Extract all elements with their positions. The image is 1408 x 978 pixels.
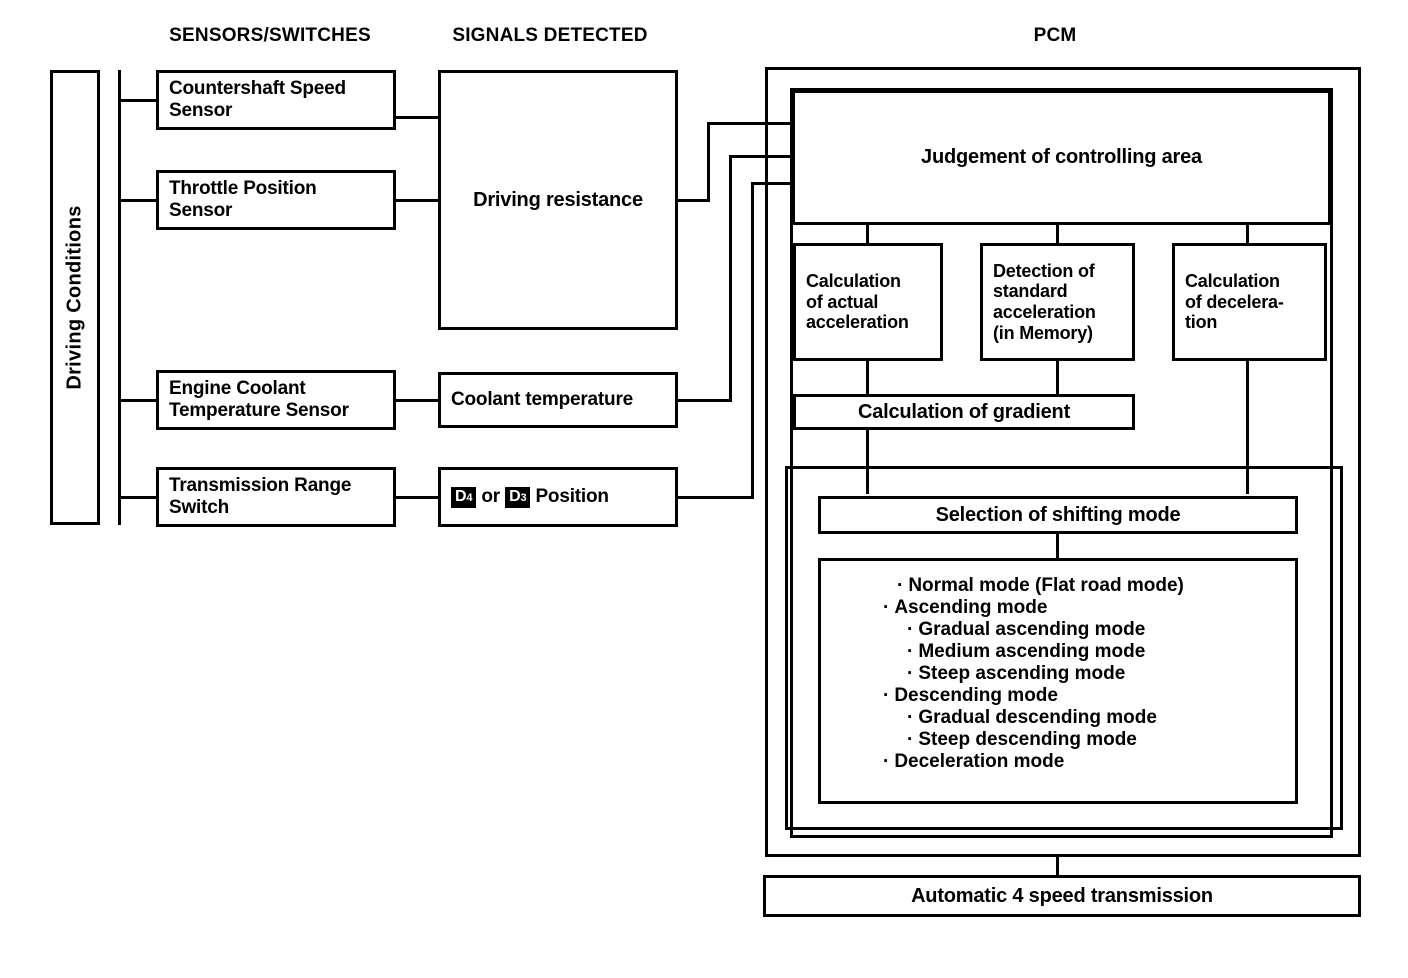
connector-countershaft-to-resistance xyxy=(396,116,440,119)
line-actual-to-gradient xyxy=(866,361,869,394)
stub-to-sensor-4 xyxy=(118,496,158,499)
mode-label: Steep ascending mode xyxy=(918,662,1126,684)
stub-to-sensor-1 xyxy=(118,99,158,102)
list-item: ·Gradual descending mode xyxy=(821,707,1295,729)
header-signals-detected: SIGNALS DETECTED xyxy=(452,25,648,46)
pcm-inner-frame xyxy=(790,88,1333,838)
header-sensors-switches: SENSORS/SWITCHES xyxy=(169,25,371,46)
list-item: ·Steep ascending mode xyxy=(821,663,1295,685)
drop-to-detect-standard xyxy=(1056,225,1059,243)
list-item: ·Medium ascending mode xyxy=(821,641,1295,663)
route-coolant-seg1 xyxy=(678,399,732,402)
connector-throttle-to-resistance xyxy=(396,199,440,202)
route-coolant-seg2 xyxy=(729,155,732,402)
detect-standard-label: Detection of standard acceleration (in M… xyxy=(993,260,1096,343)
stub-to-sensor-2 xyxy=(118,199,158,202)
bullet-icon: · xyxy=(907,640,914,662)
position-suffix: Position xyxy=(535,486,609,507)
stub-to-sensor-3 xyxy=(118,399,158,402)
pcm-selection-shifting-mode-box: Selection of shifting mode xyxy=(818,496,1298,534)
bullet-icon: · xyxy=(883,684,890,706)
driving-conditions-bus xyxy=(118,70,121,525)
connector-coolant-sensor-to-signal xyxy=(396,399,440,402)
list-item: ·Gradual ascending mode xyxy=(821,619,1295,641)
mode-label: Normal mode (Flat road mode) xyxy=(908,575,1184,596)
list-item: ·Deceleration mode xyxy=(821,751,1295,773)
gear-d4-icon: D4 xyxy=(451,487,477,508)
signal-label: Driving resistance xyxy=(473,188,643,211)
calc-actual-label: Calculation of actual acceleration xyxy=(806,271,909,333)
bullet-icon: · xyxy=(907,706,914,728)
line-decel-to-selection xyxy=(1246,361,1249,494)
list-item: ·Ascending mode xyxy=(821,597,1295,619)
signal-box-coolant-temperature: Coolant temperature xyxy=(438,372,678,428)
transmission-label: Automatic 4 speed transmission xyxy=(911,884,1213,907)
mode-label: Descending mode xyxy=(894,684,1058,706)
connector-range-switch-to-signal xyxy=(396,496,440,499)
route-resistance-seg1 xyxy=(678,199,710,202)
drop-to-calc-decel xyxy=(1246,225,1249,243)
pcm-outer-frame xyxy=(765,67,1361,857)
drop-to-calc-actual xyxy=(866,225,869,243)
list-item: ·Normal mode (Flat road mode) xyxy=(821,575,1295,597)
mode-label: Ascending mode xyxy=(894,596,1048,618)
route-resistance-seg3 xyxy=(707,122,795,125)
sensor-box-throttle-position: Throttle Position Sensor xyxy=(156,170,396,230)
driving-conditions-label: Driving Conditions xyxy=(63,205,86,390)
header-pcm: PCM xyxy=(1033,25,1077,46)
signal-box-gear-position: D4 or D3 Position xyxy=(438,467,678,527)
pcm-judgement-box: Judgement of controlling area xyxy=(792,90,1331,225)
route-position-seg3 xyxy=(751,182,795,185)
automatic-transmission-box: Automatic 4 speed transmission xyxy=(763,875,1361,917)
selection-label: Selection of shifting mode xyxy=(935,503,1181,526)
mode-label: Deceleration mode xyxy=(894,750,1065,772)
sensor-label: Transmission Range Switch xyxy=(169,475,352,518)
sensor-box-transmission-range-switch: Transmission Range Switch xyxy=(156,467,396,527)
bullet-icon: · xyxy=(907,728,914,750)
mode-label: Medium ascending mode xyxy=(918,640,1146,662)
signal-label: D4 or D3 Position xyxy=(441,486,619,508)
sensor-label: Throttle Position Sensor xyxy=(169,178,317,221)
signal-box-driving-resistance: Driving resistance xyxy=(438,70,678,330)
gear-d3-icon: D3 xyxy=(505,487,531,508)
pcm-calculation-deceleration-box: Calculation of decelera- tion xyxy=(1172,243,1327,361)
line-pcm-to-transmission xyxy=(1056,857,1059,877)
route-coolant-seg3 xyxy=(729,155,795,158)
shifting-mode-list-box: ·Normal mode (Flat road mode) ·Ascending… xyxy=(818,558,1298,804)
mode-label: Steep descending mode xyxy=(918,728,1137,750)
bullet-icon: · xyxy=(883,750,890,772)
driving-conditions-box: Driving Conditions xyxy=(50,70,100,525)
bullet-icon: · xyxy=(883,596,890,618)
calc-gradient-label: Calculation of gradient xyxy=(857,400,1071,423)
sensor-label: Countershaft Speed Sensor xyxy=(169,78,346,121)
route-position-seg2 xyxy=(751,182,754,499)
judgement-label: Judgement of controlling area xyxy=(921,146,1202,169)
sensor-label: Engine Coolant Temperature Sensor xyxy=(169,378,349,421)
signal-label: Coolant temperature xyxy=(451,389,634,411)
pcm-calculation-gradient-box: Calculation of gradient xyxy=(793,394,1135,430)
route-resistance-seg2 xyxy=(707,122,710,202)
position-connector-word: or xyxy=(481,486,500,507)
mode-label: Gradual ascending mode xyxy=(918,618,1146,640)
pcm-calculation-actual-acceleration-box: Calculation of actual acceleration xyxy=(793,243,943,361)
line-standard-to-gradient xyxy=(1056,361,1059,394)
shifting-mode-container xyxy=(785,466,1343,830)
sensor-box-engine-coolant-temperature: Engine Coolant Temperature Sensor xyxy=(156,370,396,430)
bullet-icon: · xyxy=(897,575,904,596)
list-item: ·Steep descending mode xyxy=(821,729,1295,751)
line-selection-to-modes xyxy=(1056,534,1059,558)
line-gradient-to-selection xyxy=(866,430,869,494)
route-position-seg1 xyxy=(678,496,754,499)
sensor-box-countershaft-speed: Countershaft Speed Sensor xyxy=(156,70,396,130)
pcm-detection-standard-acceleration-box: Detection of standard acceleration (in M… xyxy=(980,243,1135,361)
list-item: ·Descending mode xyxy=(821,685,1295,707)
calc-decel-label: Calculation of decelera- tion xyxy=(1185,271,1284,333)
bullet-icon: · xyxy=(907,662,914,684)
bullet-icon: · xyxy=(907,618,914,640)
mode-label: Gradual descending mode xyxy=(918,706,1157,728)
